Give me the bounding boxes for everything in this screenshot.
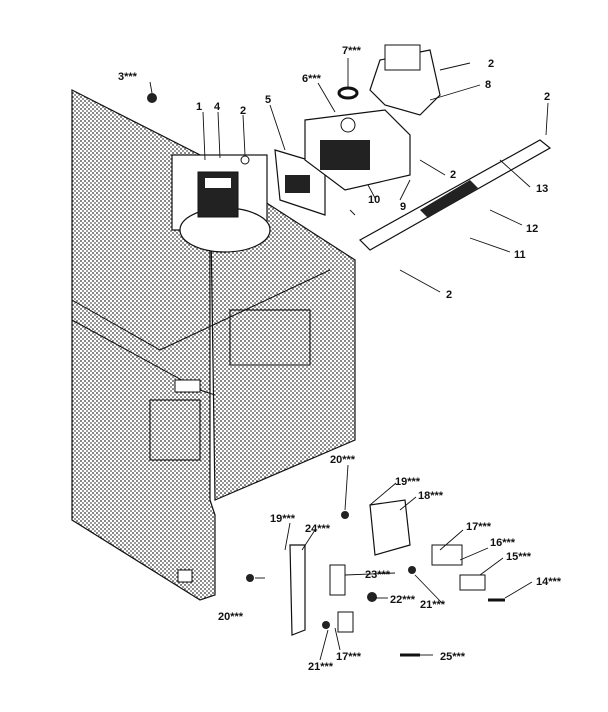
callout-4: 4 xyxy=(214,101,221,113)
callout-17: 17*** xyxy=(466,521,492,533)
gasket-7 xyxy=(337,86,359,100)
callout-13: 13 xyxy=(536,183,548,195)
callout-17: 17*** xyxy=(336,651,362,663)
callout-14: 14*** xyxy=(536,576,562,588)
callout-25: 25*** xyxy=(440,651,466,663)
latch-assembly xyxy=(246,499,505,657)
callout-22: 22*** xyxy=(390,594,416,606)
callout-1: 1 xyxy=(196,101,202,113)
callout-20: 20*** xyxy=(218,611,244,623)
callout-7: 7*** xyxy=(342,45,362,57)
callout-2: 2 xyxy=(240,105,246,117)
screw-3 xyxy=(147,93,157,103)
callout-20: 20*** xyxy=(330,454,356,466)
callout-2: 2 xyxy=(488,58,494,70)
callout-19: 19*** xyxy=(270,513,296,525)
callout-21: 21*** xyxy=(308,661,334,673)
callout-19: 19*** xyxy=(395,476,421,488)
rail-13 xyxy=(359,139,552,251)
callout-24: 24*** xyxy=(305,523,331,535)
callout-12: 12 xyxy=(526,223,538,235)
callout-23: 23*** xyxy=(365,569,391,581)
callout-10: 10 xyxy=(368,194,380,206)
callout-16: 16*** xyxy=(490,537,516,549)
leader-lines xyxy=(149,58,549,661)
callout-21: 21*** xyxy=(420,599,446,611)
duct-8 xyxy=(369,44,441,116)
callout-2: 2 xyxy=(446,289,452,301)
callout-labels: 1 2 2 2 2 2 3*** 4 5 6*** 7*** 8 9 10 11… xyxy=(118,45,562,673)
callout-6: 6*** xyxy=(302,73,322,85)
magnetron xyxy=(304,109,411,191)
callout-18: 18*** xyxy=(418,490,444,502)
blower-motor xyxy=(171,154,271,253)
callout-3: 3*** xyxy=(118,71,138,83)
callout-5: 5 xyxy=(265,94,271,106)
callout-15: 15*** xyxy=(506,551,532,563)
callout-2: 2 xyxy=(544,91,550,103)
callout-9: 9 xyxy=(400,201,406,213)
callout-8: 8 xyxy=(485,79,491,91)
callout-2: 2 xyxy=(450,169,456,181)
callout-11: 11 xyxy=(514,249,526,261)
